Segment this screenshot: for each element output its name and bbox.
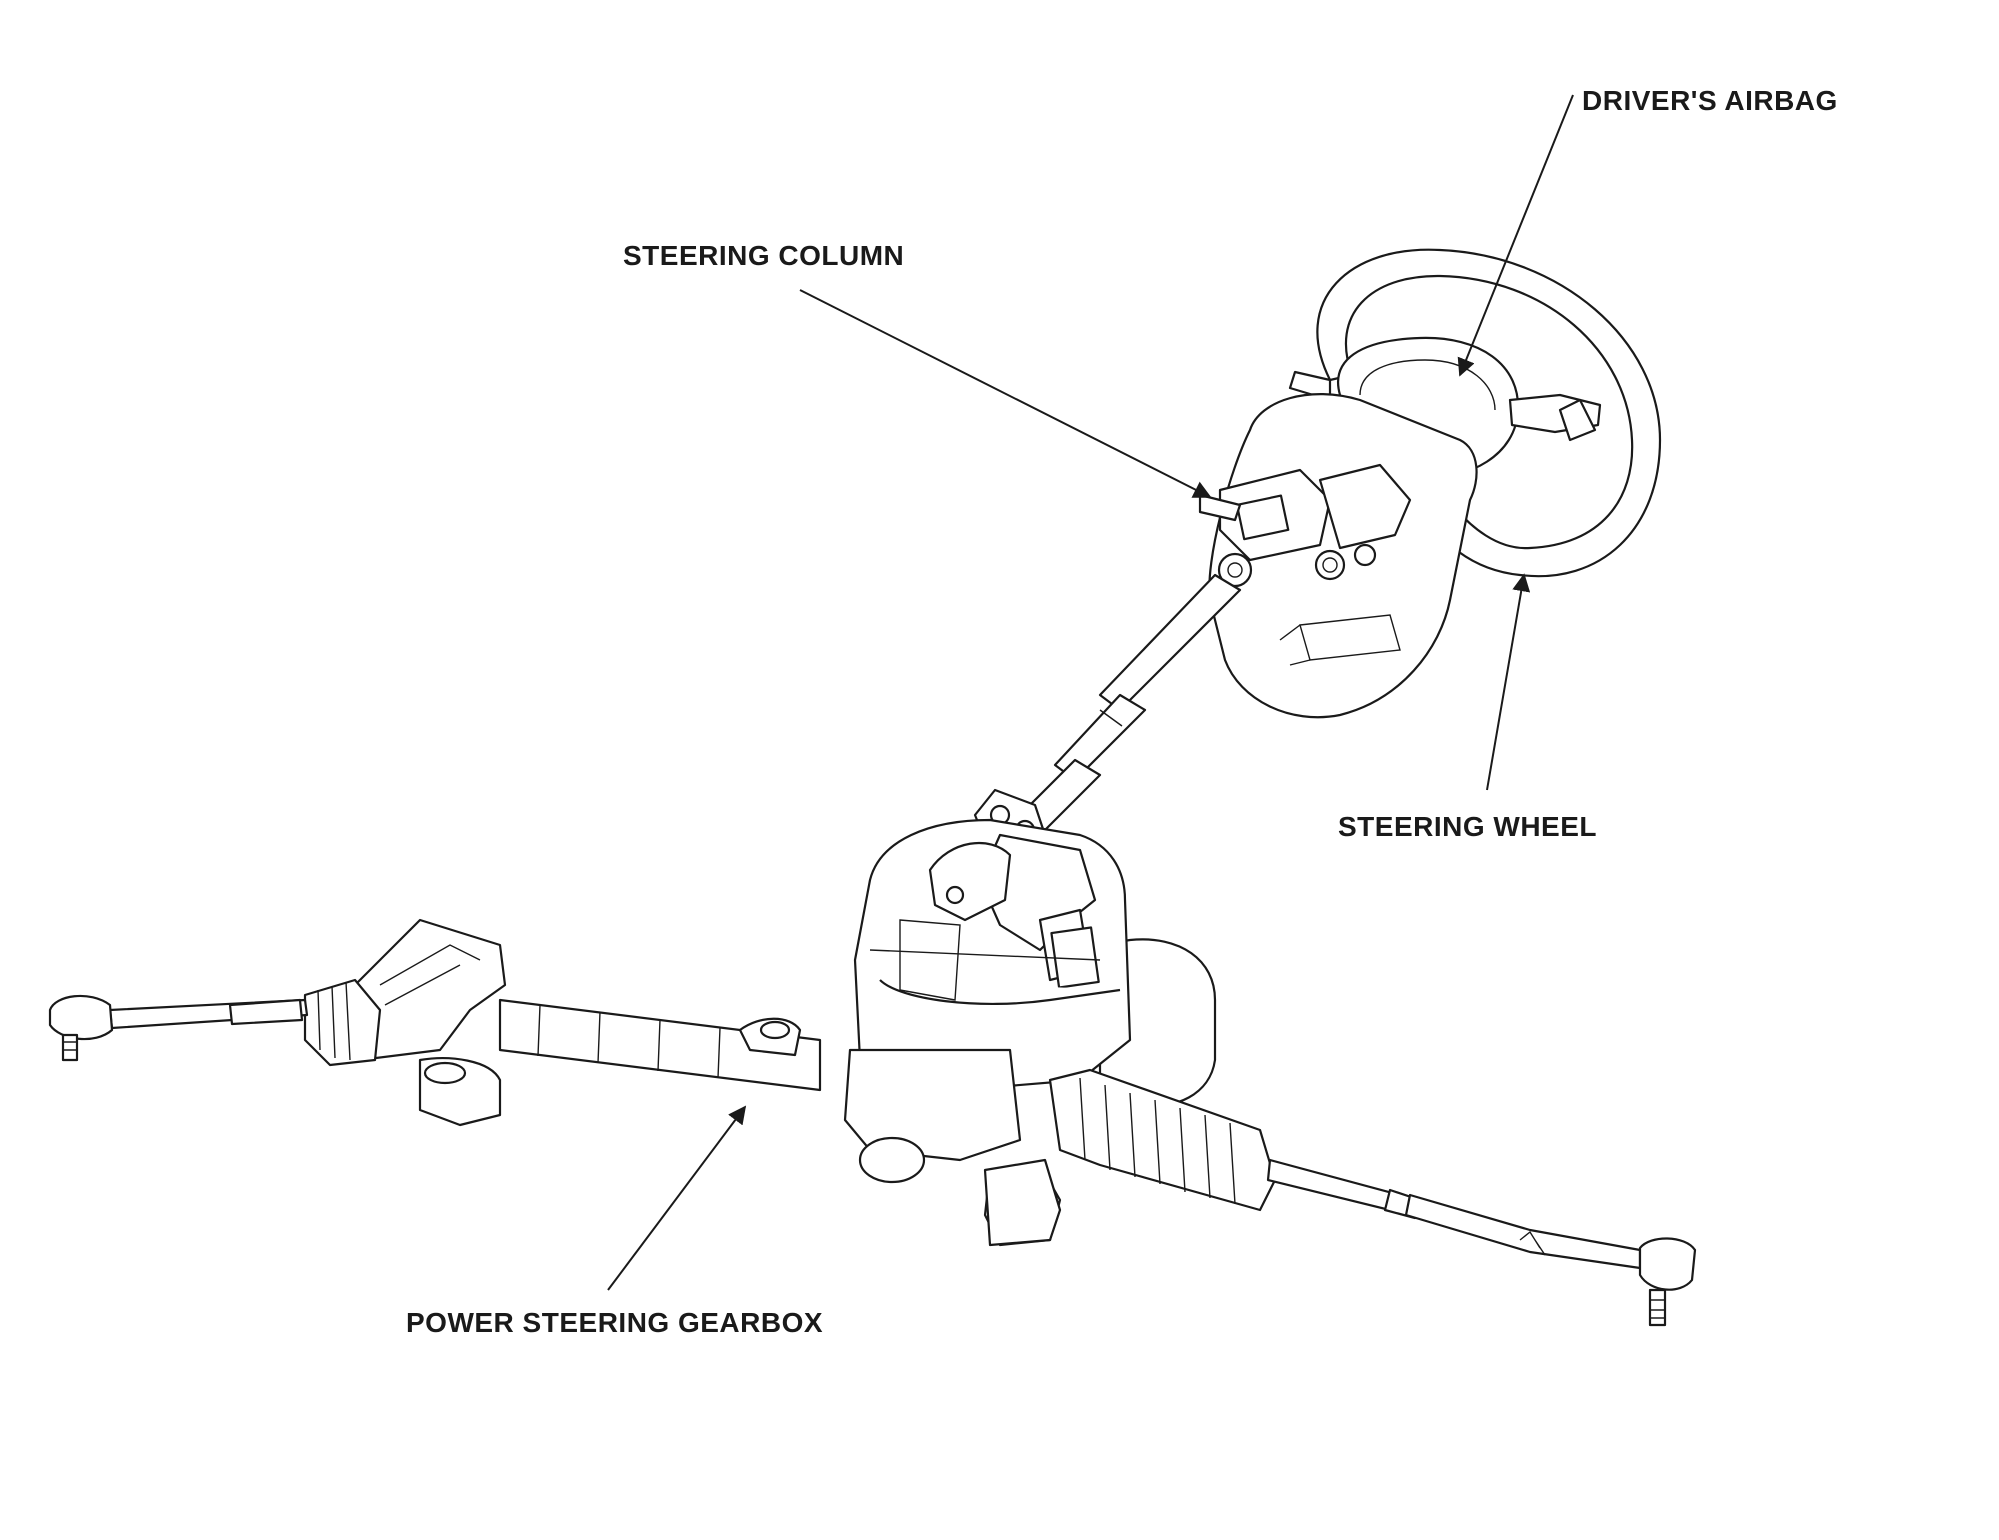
steering-wheel-label: STEERING WHEEL [1338,811,1597,842]
steering-column-label: STEERING COLUMN [623,240,904,271]
rack-right [983,1068,1697,1327]
callout-labels: DRIVER'S AIRBAG STEERING COLUMN STEERING… [406,85,1838,1338]
steering-wheel [1198,248,1662,719]
drivers-airbag-leader [1457,94,1574,377]
steering-wheel-leader [1486,573,1531,791]
callout-leaders [607,94,1574,1291]
drivers-airbag-label: DRIVER'S AIRBAG [1582,85,1838,116]
power-steering-gearbox-label: POWER STEERING GEARBOX [406,1307,823,1338]
power-steering-gearbox [843,818,1217,1247]
steering-column-leader [799,289,1212,498]
steering-column [973,573,1242,857]
power-steering-gearbox-leader [607,1105,747,1291]
rack-left [48,918,822,1127]
